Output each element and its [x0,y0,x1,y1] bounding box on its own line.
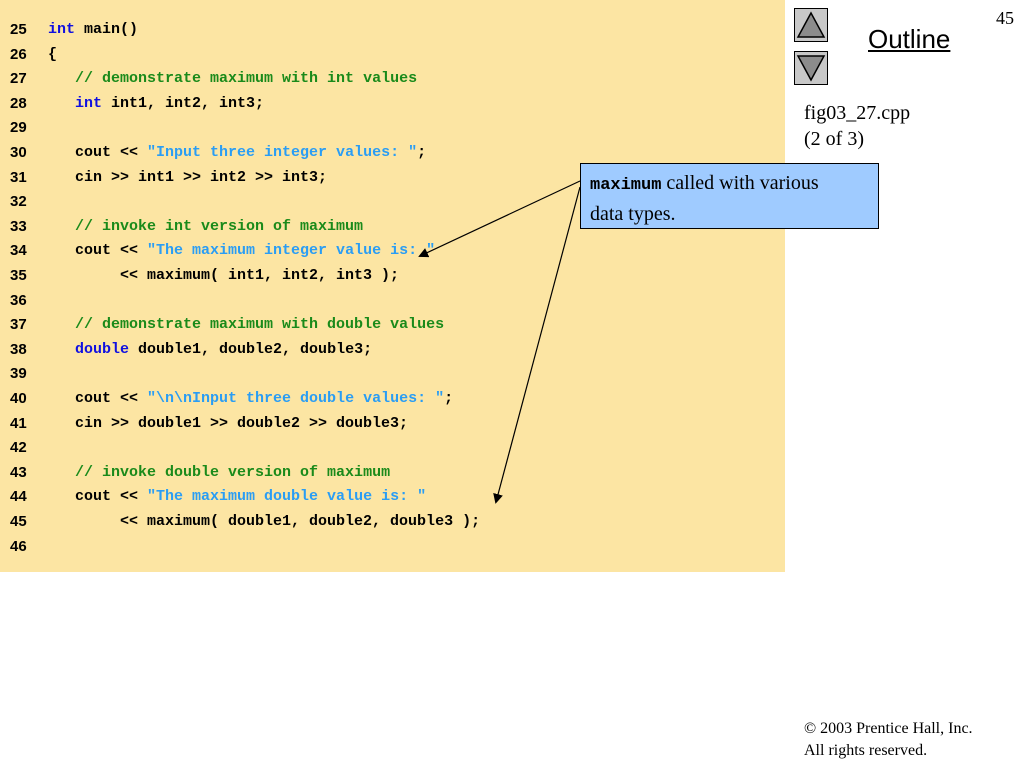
triangle-down-icon [796,55,826,82]
line-number: 44 [10,488,27,506]
line-number: 32 [10,193,27,211]
code-token: double1, double2, double3; [129,340,373,358]
code-string: "The maximum integer value is: " [147,242,436,260]
code-comment: // invoke int version of maximum [75,217,364,235]
code-keyword: int [48,21,76,38]
code-keyword: double [75,340,130,358]
line-number: 35 [10,267,27,284]
code-comment: // demonstrate maximum with int values [75,70,418,88]
line-number: 33 [10,217,27,235]
code-token: ; [444,390,454,407]
callout-text-line2: data types. [590,203,676,225]
footer: © 2003 Prentice Hall, Inc. All rights re… [804,718,973,762]
line-number: 25 [10,21,27,38]
callout-box: maximum called with various data types. [580,163,879,229]
code-token: cout << [48,488,148,506]
line-number: 37 [10,316,27,334]
code-text: // invoke int version of maximum [48,215,363,239]
code-text: << maximum( int1, int2, int3 ); [48,264,399,288]
code-token [48,95,75,112]
code-token: cout << [48,242,148,260]
code-text: cout << "The maximum integer value is: " [48,239,435,263]
code-token: cin >> int1 >> int2 >> int3; [48,168,328,186]
code-token: main() [75,21,139,38]
code-token [48,341,75,358]
code-text: cin >> double1 >> double2 >> double3; [48,412,408,436]
outline-link[interactable]: Outline [868,24,951,54]
callout-text-line1: called with various [661,172,819,194]
line-number: 30 [10,144,27,161]
line-number: 46 [10,537,27,555]
line-number: 36 [10,291,27,309]
code-text: { [48,43,57,67]
code-text: cout << "The maximum double value is: " [48,485,426,509]
code-token: ; [417,144,427,161]
code-text: // demonstrate maximum with double value… [48,313,444,337]
triangle-up-icon [796,11,826,38]
copyright-text: 2003 Prentice Hall, Inc. [816,720,973,737]
code-text: cout << "\n\nInput three double values: … [48,387,453,411]
code-comment: // demonstrate maximum with double value… [75,316,445,334]
line-number: 31 [10,168,27,186]
code-token [48,316,75,333]
previous-slide-button[interactable] [794,8,828,42]
line-number: 34 [10,242,27,260]
code-token: << maximum( double1, double2, double3 ); [48,513,481,530]
line-number: 41 [10,414,27,432]
line-number: 27 [10,70,27,88]
code-text: // invoke double version of maximum [48,461,390,485]
code-panel: 25 int main() 26 {27 // demonstrate maximum… [0,0,785,572]
code-string: "Input three integer values: " [147,144,418,161]
slide-number: 45 [996,8,1014,28]
line-number: 40 [10,390,27,407]
code-token: << maximum( int1, int2, int3 ); [48,267,400,284]
copyright-symbol: © [804,720,817,737]
code-string: "\n\nInput three double values: " [147,390,445,407]
line-number: 26 [10,45,27,63]
line-number: 43 [10,463,27,481]
code-text: int main() [48,18,138,42]
code-token [48,464,75,481]
line-number: 45 [10,513,27,530]
code-token: cout << [48,390,148,407]
line-number: 42 [10,439,27,457]
code-token: cin >> double1 >> double2 >> double3; [48,414,409,432]
code-text: // demonstrate maximum with int values [48,67,417,91]
code-token: int1, int2, int3; [102,94,265,112]
code-text: cout << "Input three integer values: "; [48,141,426,165]
code-text: int int1, int2, int3; [48,92,264,116]
code-token: { [48,45,58,63]
line-number: 38 [10,340,27,358]
code-token: cout << [48,144,148,161]
code-token [48,70,75,87]
code-text: double double1, double2, double3; [48,338,372,362]
next-slide-button[interactable] [794,51,828,85]
line-number: 29 [10,119,27,137]
rights-text: All rights reserved. [804,742,928,759]
code-text: << maximum( double1, double2, double3 ); [48,510,480,534]
line-number: 39 [10,365,27,383]
code-keyword: int [75,94,103,112]
code-token [48,218,75,235]
file-name: fig03_27.cpp [804,102,911,124]
file-part: (2 of 3) [804,128,864,150]
callout-code-word: maximum [590,176,662,195]
code-string: "The maximum double value is: " [147,488,427,506]
line-number: 28 [10,94,27,112]
code-text: cin >> int1 >> int2 >> int3; [48,166,327,190]
code-comment: // invoke double version of maximum [75,463,391,481]
